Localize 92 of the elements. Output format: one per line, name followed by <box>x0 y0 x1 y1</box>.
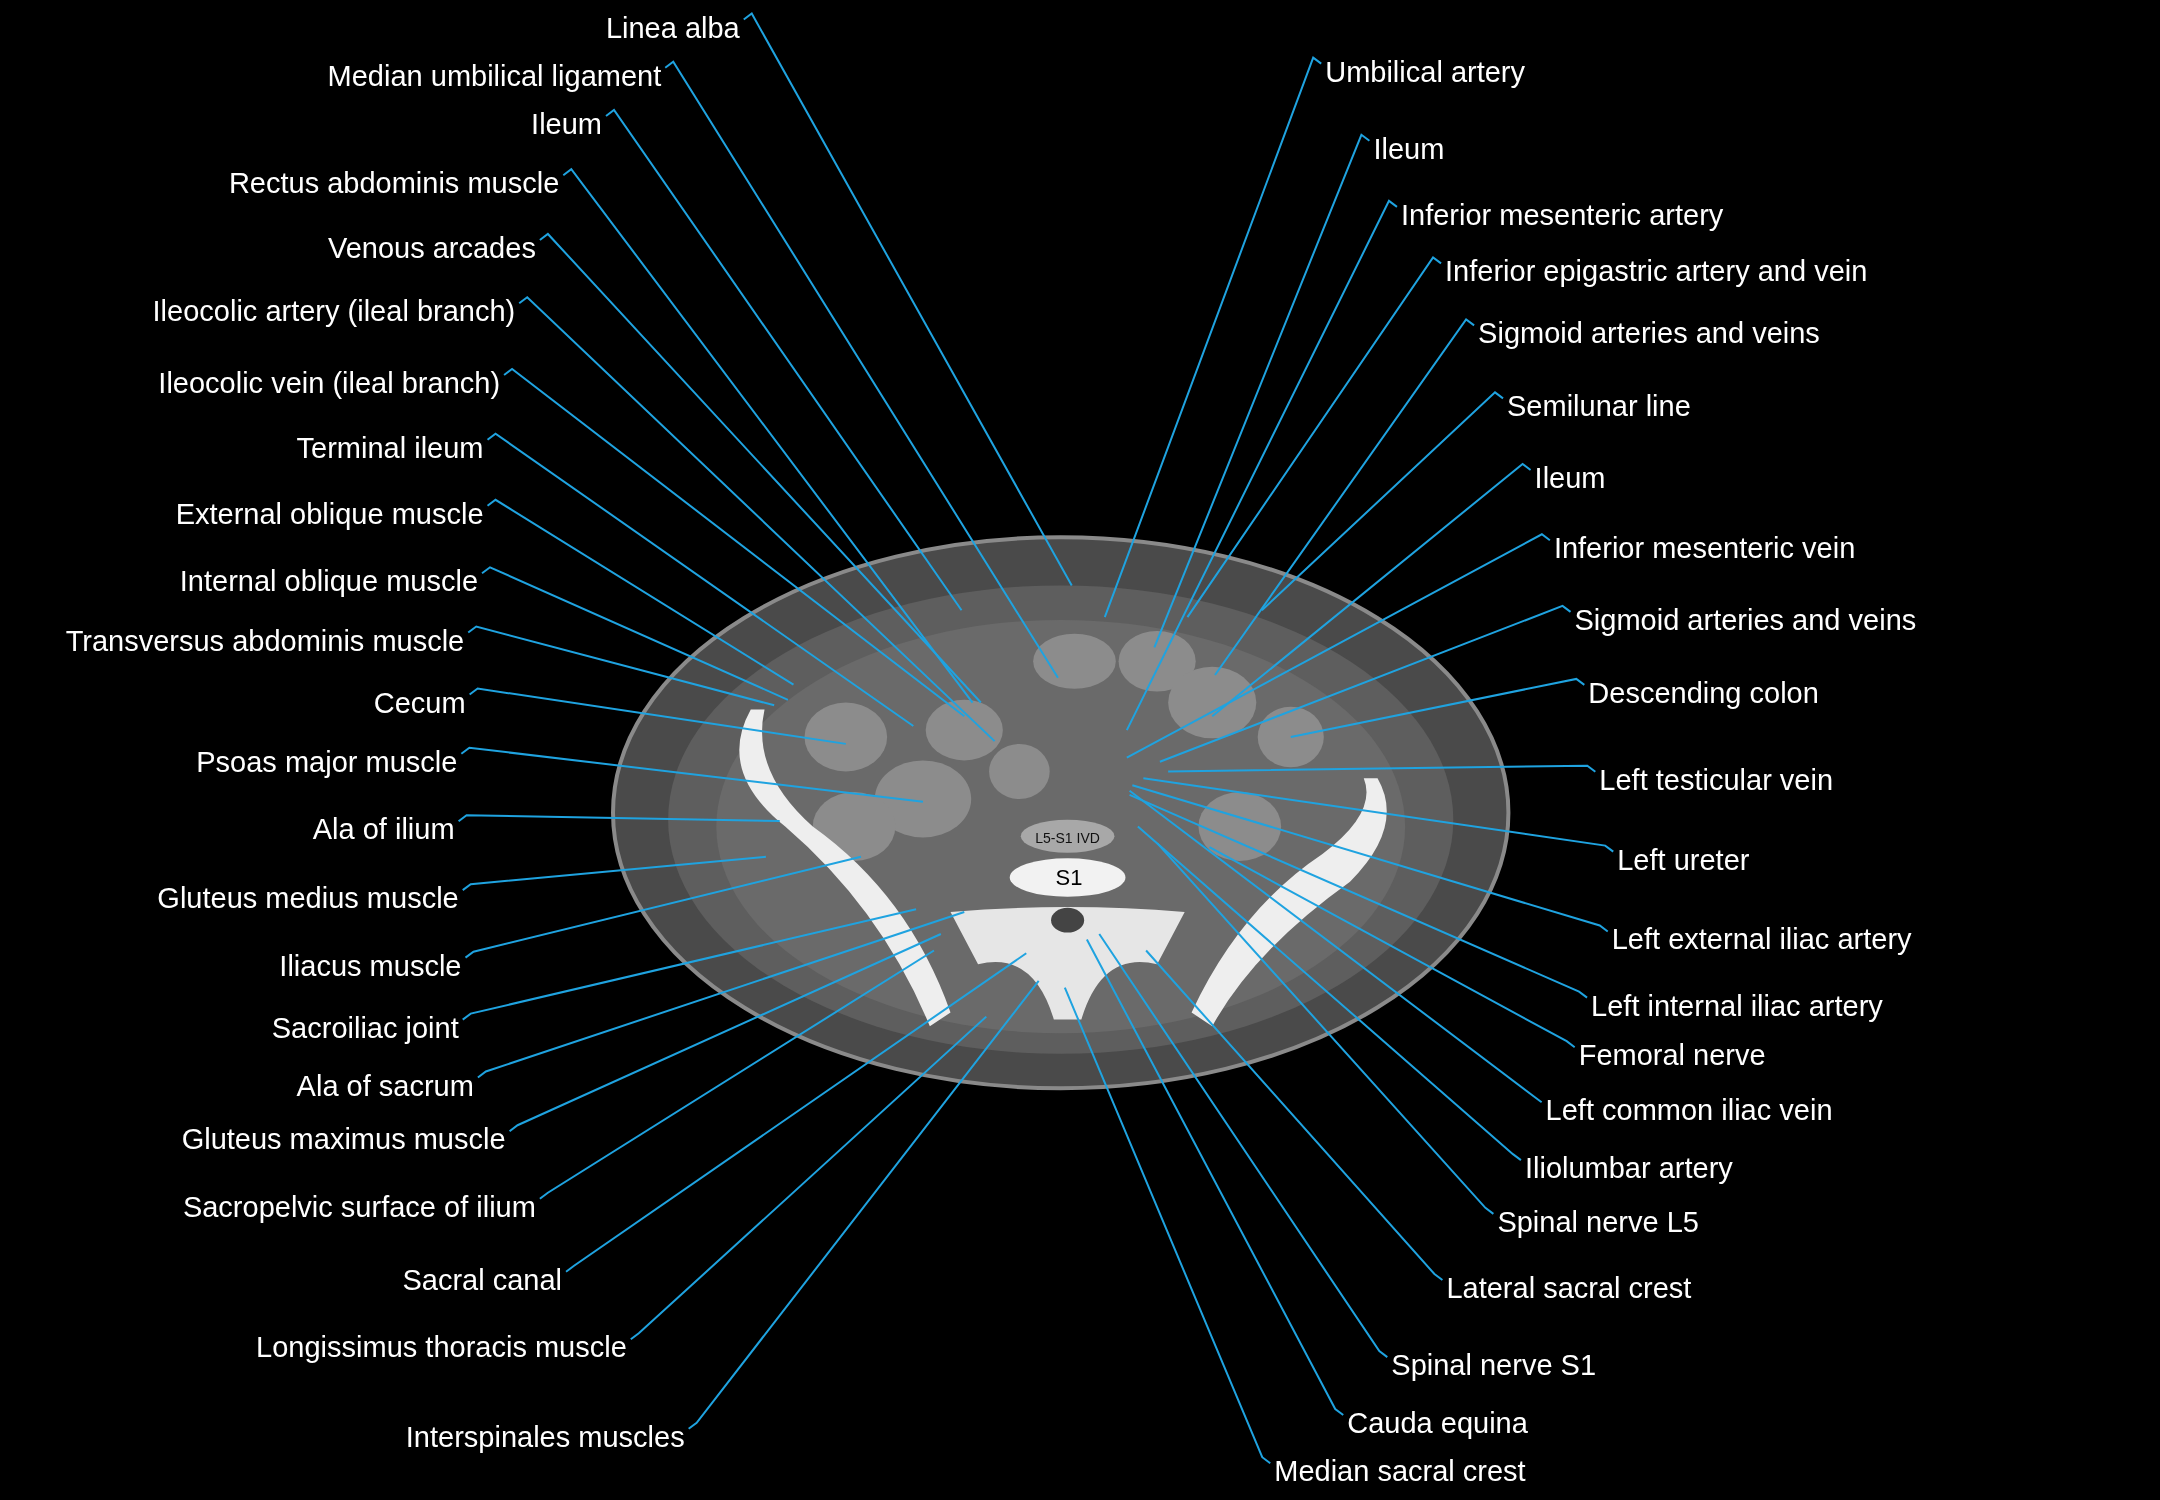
leader-line <box>1142 777 1615 853</box>
structure-label: Median sacral crest <box>1274 1454 1526 1489</box>
leader-line <box>1128 789 1543 1104</box>
structure-label: Inferior epigastric artery and vein <box>1445 254 1868 289</box>
leader-line <box>538 949 935 1200</box>
structure-label: Sacroiliac joint <box>271 1010 459 1045</box>
structure-label: Sigmoid arteries and veins <box>1574 602 1917 637</box>
leader-line <box>476 910 966 1079</box>
leader-line <box>457 814 781 823</box>
leader-line <box>1085 938 1345 1416</box>
structure-label: Sigmoid arteries and veins <box>1478 316 1820 351</box>
leader-line <box>486 498 795 686</box>
leader-line <box>1167 764 1597 773</box>
structure-label: Inferior mesenteric artery <box>1400 197 1724 232</box>
leader-line <box>1153 133 1371 649</box>
structure-label: Ala of ilium <box>312 812 455 847</box>
structure-label: Interspinales muscles <box>405 1419 685 1454</box>
structure-label: Sacropelvic surface of ilium <box>182 1189 536 1224</box>
leader-line <box>687 979 1040 1430</box>
structure-label: Iliolumbar artery <box>1524 1151 1733 1186</box>
structure-label: Ileum <box>1373 131 1445 166</box>
structure-label: Ileocolic artery (ileal branch) <box>152 294 516 329</box>
structure-label: Ileum <box>531 106 602 141</box>
structure-label: Median umbilical ligament <box>327 58 662 93</box>
leader-line <box>565 952 1028 1273</box>
structure-label: Left testicular vein <box>1599 762 1834 797</box>
leader-line <box>460 746 924 803</box>
structure-label: Internal oblique muscle <box>179 564 478 599</box>
leader-line <box>1098 933 1389 1359</box>
leader-line <box>1156 842 1495 1215</box>
structure-label: Venous arcades <box>327 230 536 265</box>
structure-label: Sacral canal <box>402 1262 563 1297</box>
structure-label: Left common iliac vein <box>1545 1093 1833 1128</box>
structure-label: Ileocolic vein (ileal branch) <box>158 365 501 400</box>
structure-label: Terminal ileum <box>296 430 484 465</box>
leader-line <box>461 908 918 1021</box>
leader-line <box>562 167 974 704</box>
structure-label: Iliacus muscle <box>279 948 462 983</box>
leader-line <box>468 687 847 745</box>
leader-line <box>1208 846 1576 1049</box>
leader-line <box>1158 604 1572 763</box>
leader-line <box>1103 56 1323 619</box>
structure-label: Spinal nerve S1 <box>1391 1348 1597 1383</box>
structure-label: Femoral nerve <box>1578 1038 1766 1073</box>
leader-line <box>464 855 862 959</box>
structure-label: Left external iliac artery <box>1611 922 1912 957</box>
structure-label: Cauda equina <box>1347 1406 1528 1440</box>
structure-label: Psoas major muscle <box>196 744 458 779</box>
structure-label: Descending colon <box>1588 675 1819 710</box>
structure-label: Longissimus thoracis muscle <box>256 1330 627 1365</box>
leader-line <box>1260 391 1505 612</box>
structure-label: Umbilical artery <box>1325 54 1526 89</box>
structure-label: Spinal nerve L5 <box>1497 1204 1699 1239</box>
structure-label: Ala of sacrum <box>296 1068 474 1103</box>
structure-label: Ileum <box>1534 461 1606 495</box>
leader-line <box>1186 255 1443 619</box>
leader-line <box>1128 793 1589 999</box>
vertebra-label: L5-S1 IVD <box>1035 829 1100 846</box>
leader-line <box>664 60 1059 679</box>
leader-line <box>1125 533 1551 759</box>
leader-line <box>518 296 996 743</box>
structure-label: Transversus abdominis muscle <box>65 623 465 658</box>
leader-line <box>1125 199 1398 732</box>
structure-label: Semilunar line <box>1507 389 1691 424</box>
structure-label: Cecum <box>373 685 466 720</box>
leader-line <box>508 933 942 1133</box>
leader-line <box>1063 986 1272 1465</box>
structure-label: Lateral sacral crest <box>1446 1271 1692 1305</box>
structure-label: Gluteus medius muscle <box>157 881 459 916</box>
leader-line <box>538 232 982 704</box>
structure-label: Linea alba <box>605 10 740 45</box>
structure-label: Left ureter <box>1617 842 1750 877</box>
leader-line <box>1214 317 1476 676</box>
leader-line <box>1145 949 1444 1281</box>
leader-line <box>629 1015 988 1341</box>
structure-label: Inferior mesenteric vein <box>1553 531 1856 566</box>
leader-line <box>503 367 966 718</box>
leader-line <box>467 625 776 707</box>
leader-line <box>1289 677 1586 738</box>
leader-line <box>1211 462 1532 718</box>
leader-line <box>486 432 915 727</box>
structure-label: External oblique muscle <box>175 496 484 531</box>
leader-line <box>1131 784 1609 933</box>
leader-line <box>605 108 963 612</box>
leader-line <box>742 12 1073 587</box>
structure-label: Gluteus maximus muscle <box>181 1122 506 1157</box>
structure-label: Rectus abdominis muscle <box>228 166 560 201</box>
structure-label: Left internal iliac artery <box>1591 988 1883 1023</box>
leader-line <box>461 855 767 892</box>
leader-line <box>481 566 789 701</box>
vertebra-label: S1 <box>1055 864 1083 891</box>
leader-line <box>1136 825 1522 1162</box>
